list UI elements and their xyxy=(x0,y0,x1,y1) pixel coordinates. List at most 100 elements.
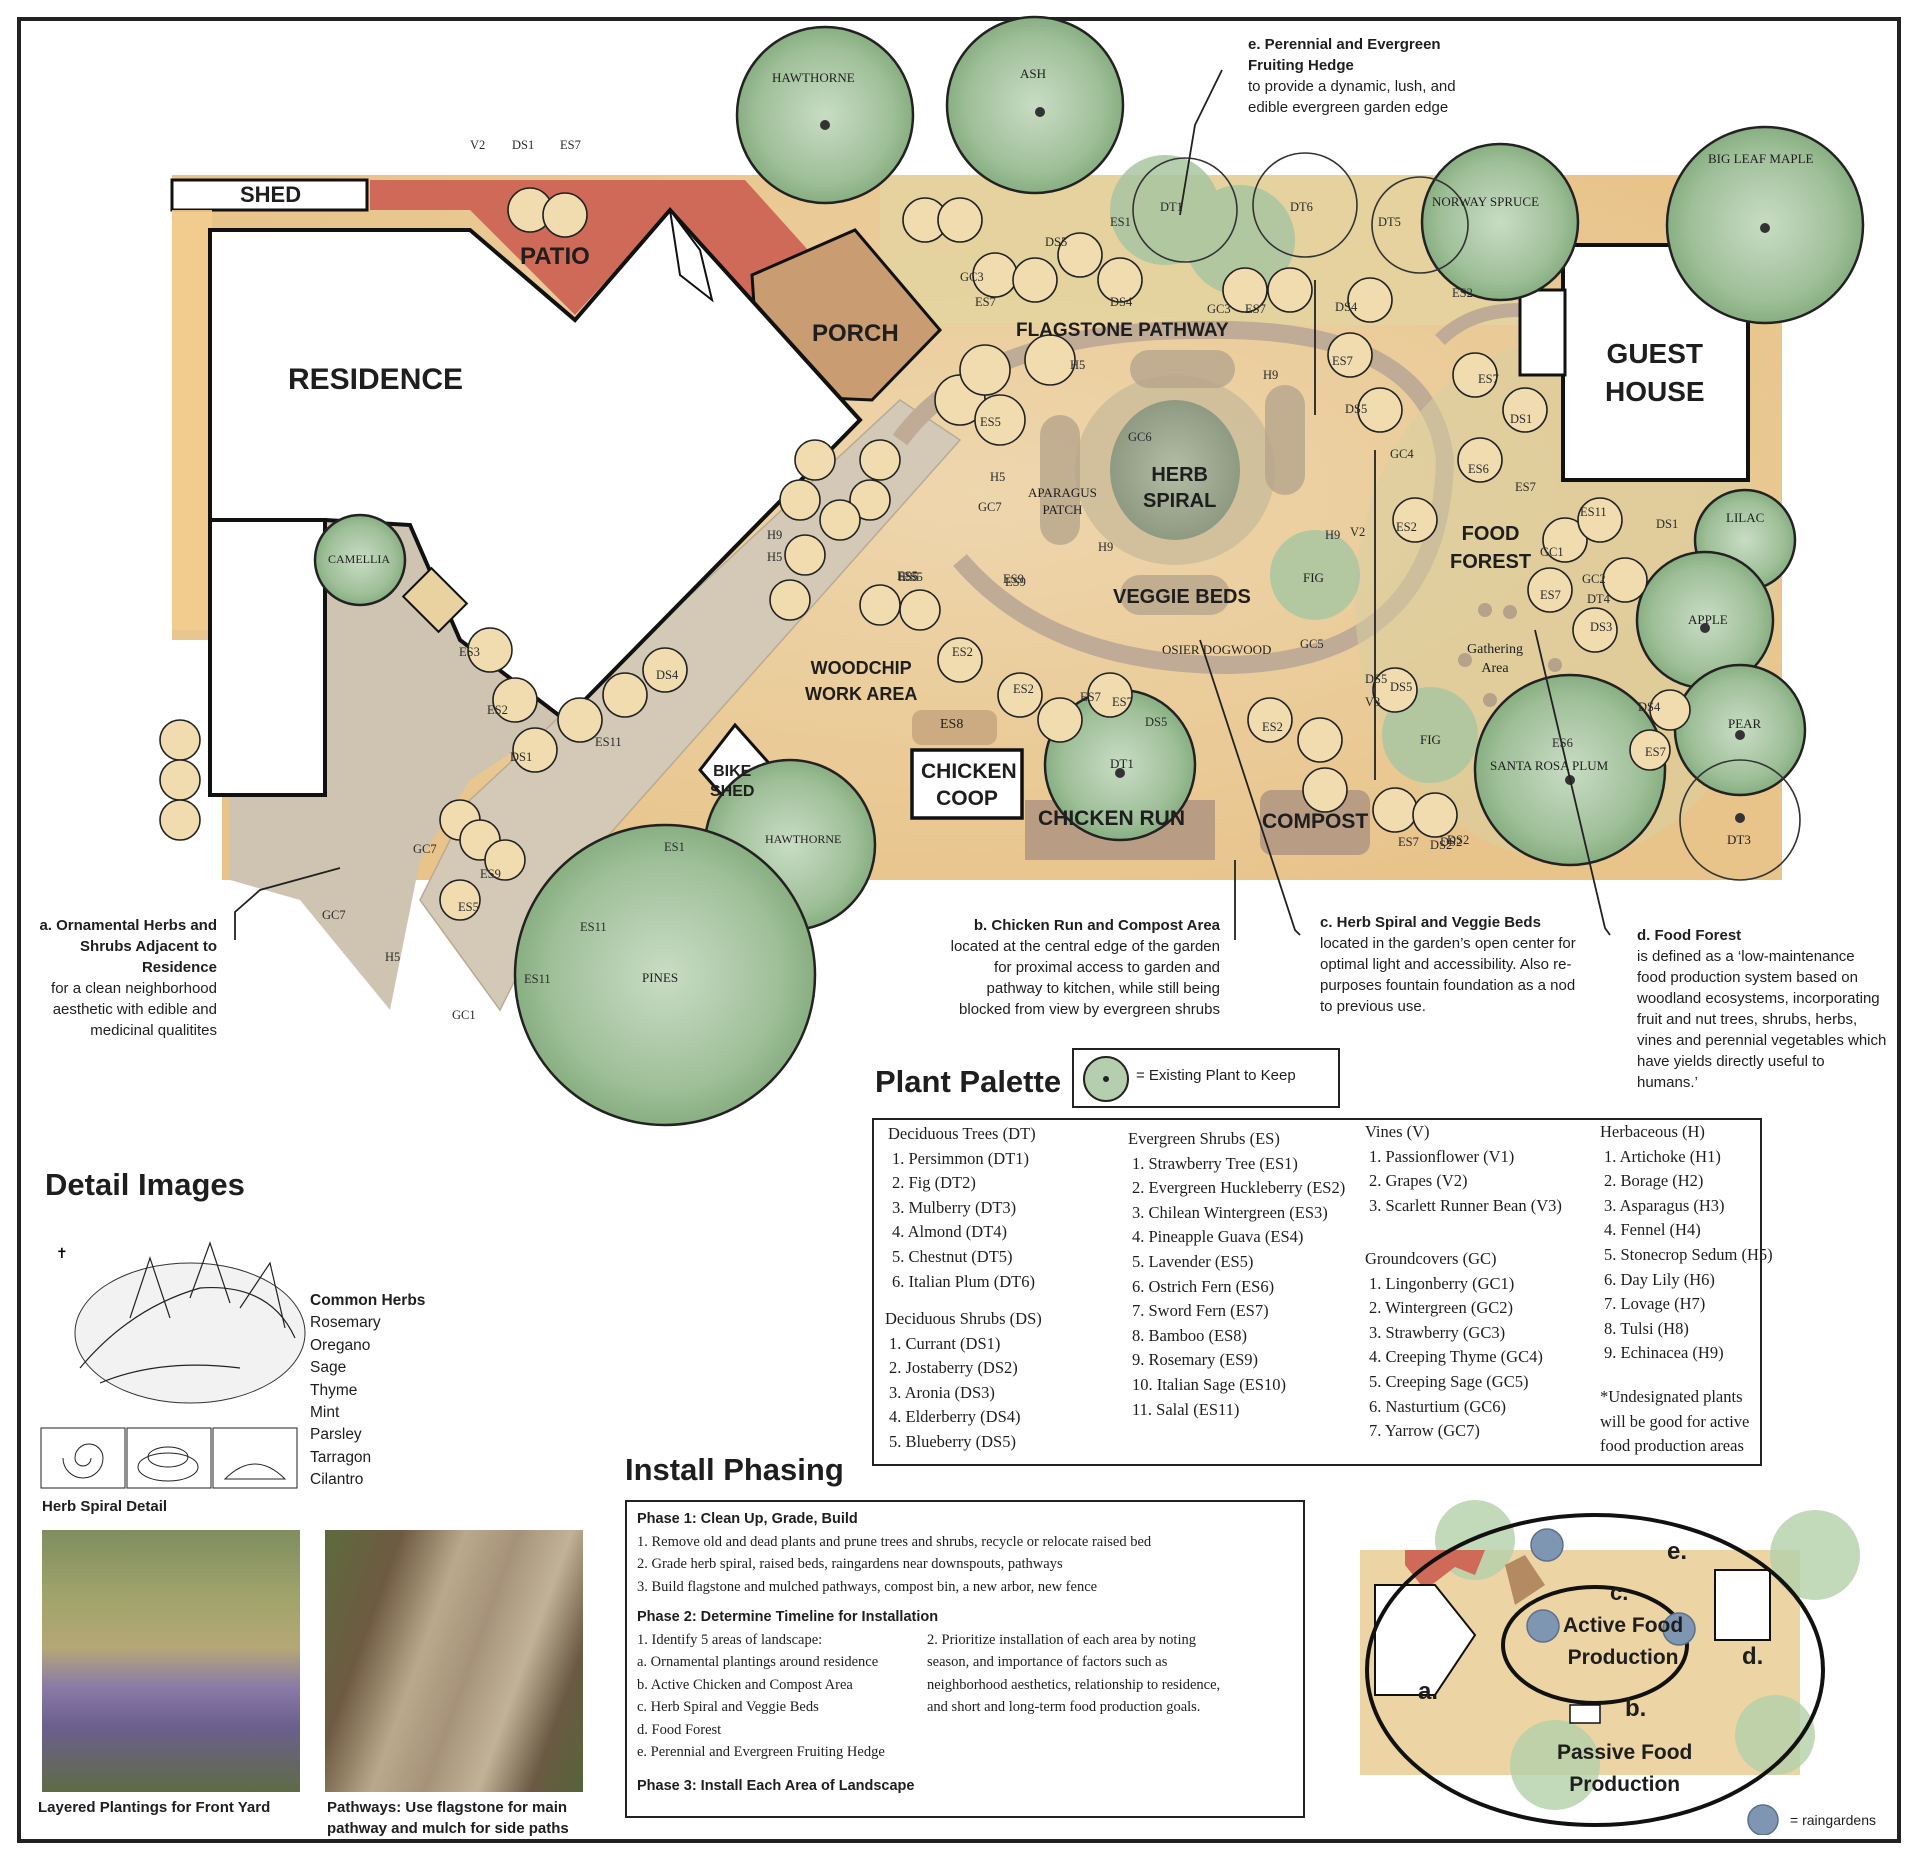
raingarden-legend-dot xyxy=(1747,1804,1779,1835)
pines-label: PINES xyxy=(642,970,679,985)
herbaceous-item: 6. Day Lily (H6) xyxy=(1604,1269,1715,1289)
plant-code: DS5 xyxy=(1145,715,1168,729)
phase2-left-item: b. Active Chicken and Compost Area xyxy=(637,1676,853,1693)
deciduous-tree-item: 5. Chestnut (DT5) xyxy=(892,1246,1013,1266)
plant-code: H9 xyxy=(1325,528,1341,542)
groundcover-item: 6. Nasturtium (GC6) xyxy=(1369,1396,1507,1416)
plant-code: DS5 xyxy=(1045,235,1068,249)
dt3-label: DT3 xyxy=(1727,832,1751,847)
leader-lines xyxy=(234,69,1611,940)
es8-bed xyxy=(912,710,997,745)
plant-code: ES2 xyxy=(1452,286,1473,300)
herb-spiral-sketch: ✝ xyxy=(56,1241,306,1404)
chicken-coop-line-1: CHICKEN xyxy=(921,760,1017,783)
sheet-border xyxy=(17,17,1901,1843)
proposed-trees xyxy=(1110,155,1478,783)
zone-letter-c: c. xyxy=(1610,1580,1629,1605)
plant-code: DS1 xyxy=(512,138,535,152)
plant-code: H5 xyxy=(990,470,1006,484)
note-a-body: for a clean neighborhood aesthetic with … xyxy=(51,980,217,1039)
plant-code: DS4 xyxy=(1110,295,1133,309)
col-deciduous-trees: Deciduous Trees (DT)1. Persimmon (DT1)2.… xyxy=(888,1122,1036,1294)
plant-code: ES5 xyxy=(902,570,923,584)
plant-code: ES7 xyxy=(1245,302,1266,316)
note-d-title: d. Food Forest xyxy=(1637,927,1742,944)
herbaceous-item: 7. Lovage (H7) xyxy=(1604,1294,1706,1314)
evergreen-shrub-item: 4. Pineapple Guava (ES4) xyxy=(1132,1227,1304,1247)
plant-code: ES7 xyxy=(975,295,996,309)
plant-code: ES7 xyxy=(560,138,581,152)
guest-house-line-2: HOUSE xyxy=(1605,376,1705,407)
deciduous-shrub-item: 4. Elderberry (DS4) xyxy=(889,1407,1021,1427)
phase2-left: 1. Identify 5 areas of landscape:a. Orna… xyxy=(637,1629,885,1764)
plant-code: ES11 xyxy=(595,735,622,749)
phase1-items: 1. Remove old and dead plants and prune … xyxy=(637,1531,1293,1599)
phase2-left-item: c. Herb Spiral and Veggie Beds xyxy=(637,1699,819,1715)
plant-code: ES11 xyxy=(1580,505,1607,519)
pines-tree xyxy=(513,823,817,1127)
phase1-heading: Phase 1: Clean Up, Grade, Build xyxy=(637,1511,858,1527)
evergreen-shrub-item: 3. Chilean Wintergreen (ES3) xyxy=(1132,1202,1328,1222)
herb-item: Thyme xyxy=(310,1381,358,1399)
note-d-body: is defined as a ‘low-maintenance food pr… xyxy=(1637,948,1887,1091)
raingarden-dots xyxy=(1526,1528,1696,1646)
veggie-beds-label: VEGGIE BEDS xyxy=(1113,586,1251,608)
shed xyxy=(170,178,369,212)
residence-label: RESIDENCE xyxy=(288,363,464,396)
ash-label: ASH xyxy=(1020,66,1047,81)
plant-code: DS4 xyxy=(1335,300,1358,314)
evergreen-shrub-heading: Evergreen Shrubs (ES) xyxy=(1128,1129,1280,1148)
woodchip-label: WOODCHIP WORK AREA xyxy=(805,655,917,707)
plant-code: H5 xyxy=(1070,358,1086,372)
evergreen-shrub-item: 7. Sword Fern (ES7) xyxy=(1132,1301,1269,1321)
phase2-right-item: neighborhood aesthetics, relationship to… xyxy=(927,1676,1221,1693)
plant-code: H9 xyxy=(767,528,783,542)
herbaceous-item: 9. Echinacea (H9) xyxy=(1604,1343,1724,1363)
chicken-coop xyxy=(910,748,1024,820)
plant-code: ES1 xyxy=(1110,215,1131,229)
zone-letter-a: a. xyxy=(1418,1678,1439,1705)
note-d: d. Food Forest is defined as a ‘low-main… xyxy=(1637,925,1887,1093)
herb-spiral-line-2: SPIRAL xyxy=(1143,490,1217,512)
zone-letter-b: b. xyxy=(1625,1695,1647,1722)
deciduous-tree-item: 2. Fig (DT2) xyxy=(892,1173,976,1193)
camellia-tree xyxy=(313,513,407,607)
note-a: a. Ornamental Herbs and Shrubs Adjacent … xyxy=(22,915,217,1041)
col-herbaceous: Herbaceous (H)1. Artichoke (H1)2. Borage… xyxy=(1600,1120,1773,1366)
photo-layered-plantings xyxy=(42,1530,300,1792)
plant-code: ES9 xyxy=(1005,575,1026,589)
plant-code: ES2 xyxy=(1262,720,1283,734)
plant-code: H9 xyxy=(1263,368,1279,382)
plant-code: H5 xyxy=(767,550,783,564)
zone-letter-e: e. xyxy=(1667,1538,1688,1565)
plant-code: DS5 xyxy=(1390,680,1413,694)
herb-item: Tarragon xyxy=(310,1448,372,1466)
plant-code: H9 xyxy=(1098,540,1114,554)
plant-code: ES5 xyxy=(898,570,919,584)
plant-code: ES9 xyxy=(1003,572,1024,586)
herb-item: Sage xyxy=(310,1359,347,1377)
evergreen-shrub-item: 10. Italian Sage (ES10) xyxy=(1132,1374,1286,1394)
passive-line-2: Production xyxy=(1569,1773,1681,1796)
plant-code: DS2 xyxy=(1430,838,1453,852)
note-e-body: to provide a dynamic, lush, and edible e… xyxy=(1248,78,1456,116)
gathering-line-1: Gathering xyxy=(1467,642,1523,657)
asparagus-patch xyxy=(1040,415,1080,545)
herb-item: Cilantro xyxy=(310,1471,364,1489)
chicken-run-label: CHICKEN RUN xyxy=(1038,807,1185,830)
groundcover-item: 4. Creeping Thyme (GC4) xyxy=(1369,1347,1543,1367)
herb-spiral xyxy=(1110,400,1240,540)
groundcover-heading: Groundcovers (GC) xyxy=(1365,1249,1497,1268)
shed-label: SHED xyxy=(240,182,302,207)
evergreen-shrub-item: 9. Rosemary (ES9) xyxy=(1132,1350,1259,1370)
residence-wing xyxy=(208,518,327,797)
phasing-box: Phase 1: Clean Up, Grade, Build 1. Remov… xyxy=(625,1500,1305,1818)
raingarden-legend: = raingardens xyxy=(1790,1812,1877,1828)
tree-centers xyxy=(820,107,1770,823)
palette-legend-box: = Existing Plant to Keep xyxy=(1072,1048,1340,1108)
palette-footnote: *Undesignated plants will be good for ac… xyxy=(1600,1387,1750,1456)
plant-code: H5 xyxy=(385,950,401,964)
herb-item: Rosemary xyxy=(310,1314,381,1332)
groundcover-item: 3. Strawberry (GC3) xyxy=(1369,1322,1506,1342)
